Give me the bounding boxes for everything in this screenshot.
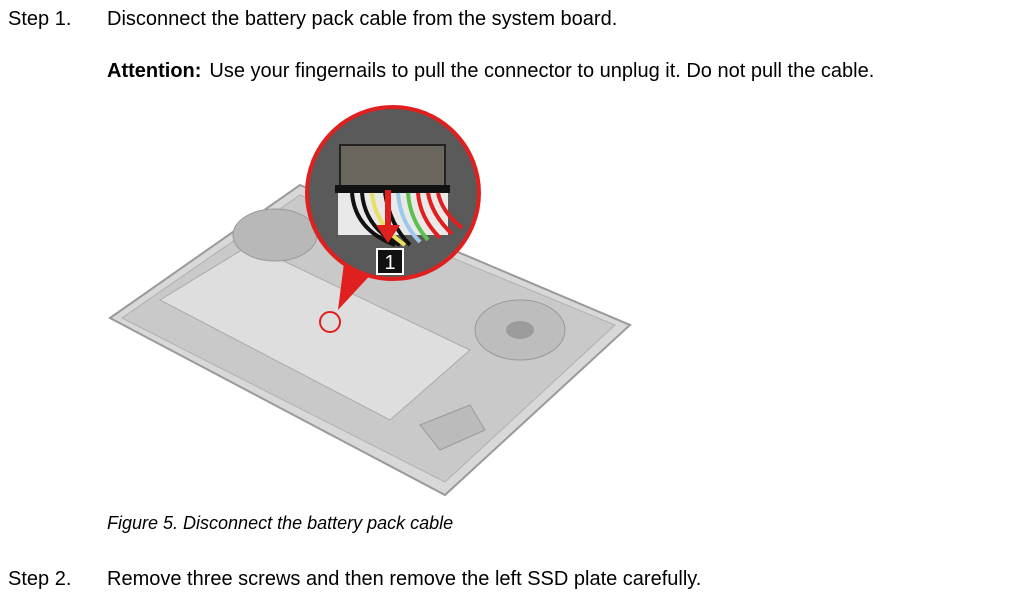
battery-pack bbox=[158, 244, 471, 421]
fan-left bbox=[232, 208, 318, 262]
connector-highlight bbox=[319, 311, 341, 333]
figure-caption: Figure 5. Disconnect the battery pack ca… bbox=[107, 513, 454, 533]
callout-number: 1 bbox=[384, 252, 395, 274]
battery-connector bbox=[339, 144, 446, 191]
step-1-text: Disconnect the battery pack cable from t… bbox=[107, 8, 618, 30]
step-2-label: Step 2. bbox=[8, 568, 72, 590]
callout-number-box bbox=[376, 248, 404, 275]
attention-label: Attention: bbox=[107, 60, 202, 82]
attention-text: Use your fingernails to pull the connect… bbox=[209, 60, 875, 82]
step-1-label: Step 1. bbox=[8, 8, 72, 30]
attention-note: Attention: Use your fingernails to pull t… bbox=[107, 60, 874, 83]
step-2-text: Remove three screws and then remove the … bbox=[107, 568, 702, 590]
